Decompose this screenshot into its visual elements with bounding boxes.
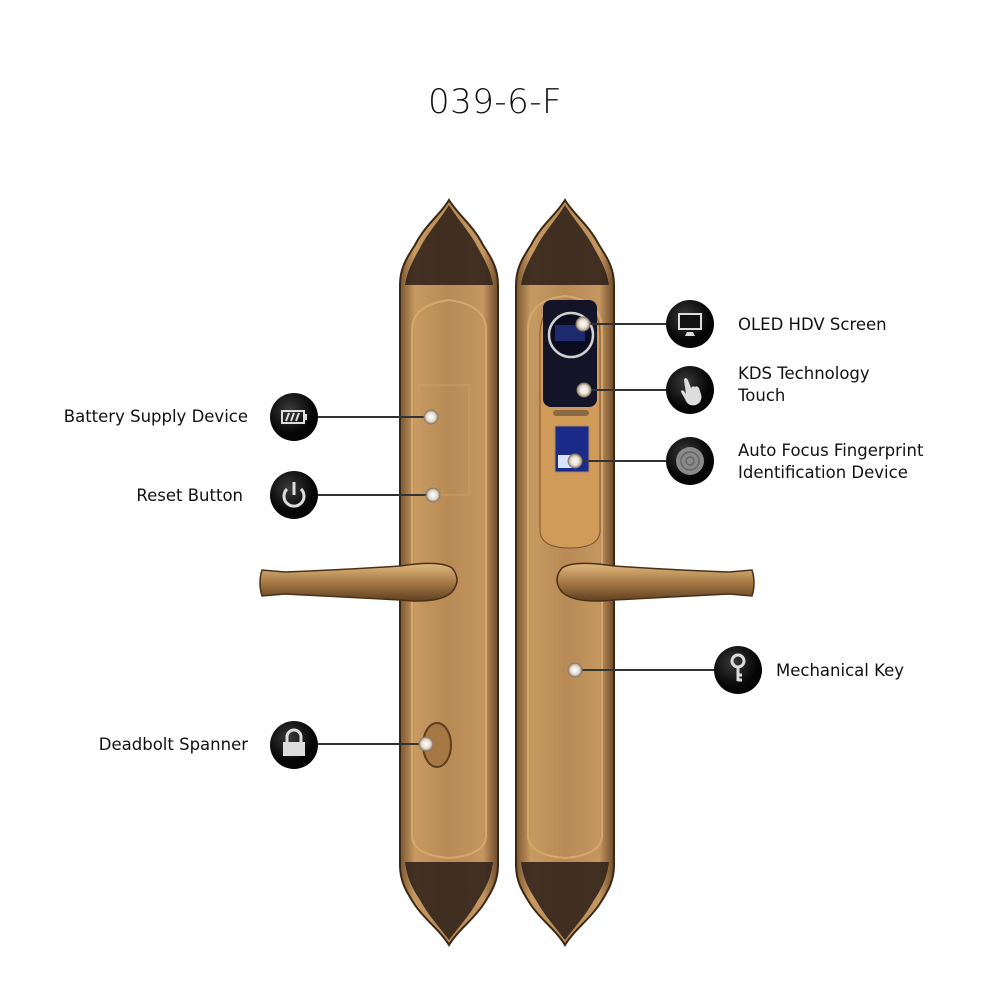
battery-icon: [270, 393, 318, 441]
label-line: Auto Focus Fingerprint: [738, 441, 924, 460]
label-deadbolt-spanner: Deadbolt Spanner: [98, 735, 248, 754]
monitor-icon: [666, 300, 714, 348]
deadbolt-marker: [418, 736, 434, 752]
label-battery-supply-device: Battery Supply Device: [63, 407, 248, 426]
label-oled-hdv-screen: OLED HDV Screen: [738, 315, 887, 334]
padlock-icon: [270, 721, 318, 769]
key-icon: [714, 646, 762, 694]
label-mechanical-key: Mechanical Key: [776, 661, 904, 680]
fingerprint-marker: [567, 453, 583, 469]
model-title: 039-6-F: [427, 82, 563, 122]
label-line: Touch: [738, 386, 786, 405]
hand-touch-icon: [666, 366, 714, 414]
battery-marker: [423, 409, 439, 425]
power-icon: [270, 471, 318, 519]
kds-marker: [576, 382, 592, 398]
fingerprint-icon: [666, 437, 714, 485]
label-line: Identification Device: [738, 463, 908, 482]
left-lever-handle: [259, 562, 458, 602]
reset-marker: [425, 487, 441, 503]
label-fingerprint-device: Auto Focus Fingerprint Identification De…: [738, 440, 923, 484]
oled-marker: [575, 316, 591, 332]
label-kds-technology-touch: KDS Technology Touch: [738, 363, 870, 407]
leader-lines: [318, 323, 714, 745]
right-lever-handle: [556, 562, 755, 602]
key-marker: [567, 662, 583, 678]
label-reset-button: Reset Button: [136, 486, 243, 505]
label-line: KDS Technology: [738, 364, 870, 383]
